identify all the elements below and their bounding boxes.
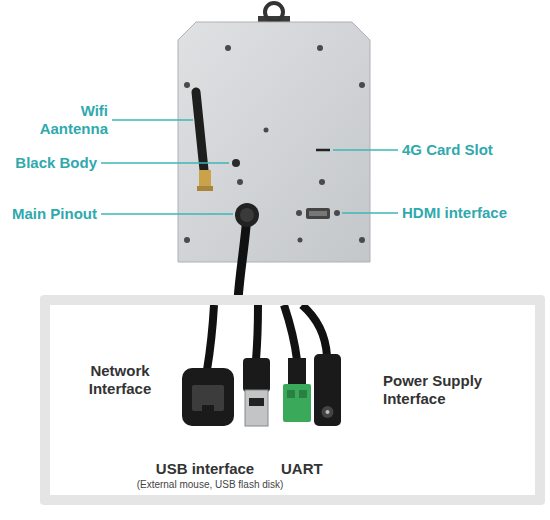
callout-label: Main Pinout — [2, 205, 97, 223]
black-body-hole — [232, 159, 240, 167]
part-label: Network Interface — [70, 362, 170, 398]
callout-label: 4G Card Slot — [402, 141, 542, 159]
device-housing — [178, 22, 370, 262]
main-pinout — [235, 203, 259, 300]
wifi-antenna — [196, 92, 213, 191]
connector-panel: Network Interface Power Supply InterfaceU… — [40, 295, 545, 505]
part-label: Power Supply Interface — [383, 372, 513, 408]
network-connector — [182, 368, 234, 426]
hdmi-port — [296, 208, 340, 219]
callout-label: Wifi Aantenna — [33, 102, 108, 138]
uart-connector — [283, 358, 311, 422]
power-connector — [314, 354, 341, 426]
leader-lines — [101, 120, 398, 214]
part-label: UART — [281, 460, 341, 478]
panel-ground — [50, 305, 535, 495]
note-text: (External mouse, USB flash disk) — [105, 479, 315, 491]
part-label: USB interface — [145, 460, 265, 478]
callout-label: Black Body — [5, 154, 97, 172]
callout-label: HDMI interface — [402, 204, 547, 222]
card-slot — [316, 149, 330, 152]
usb-connector — [243, 358, 270, 426]
